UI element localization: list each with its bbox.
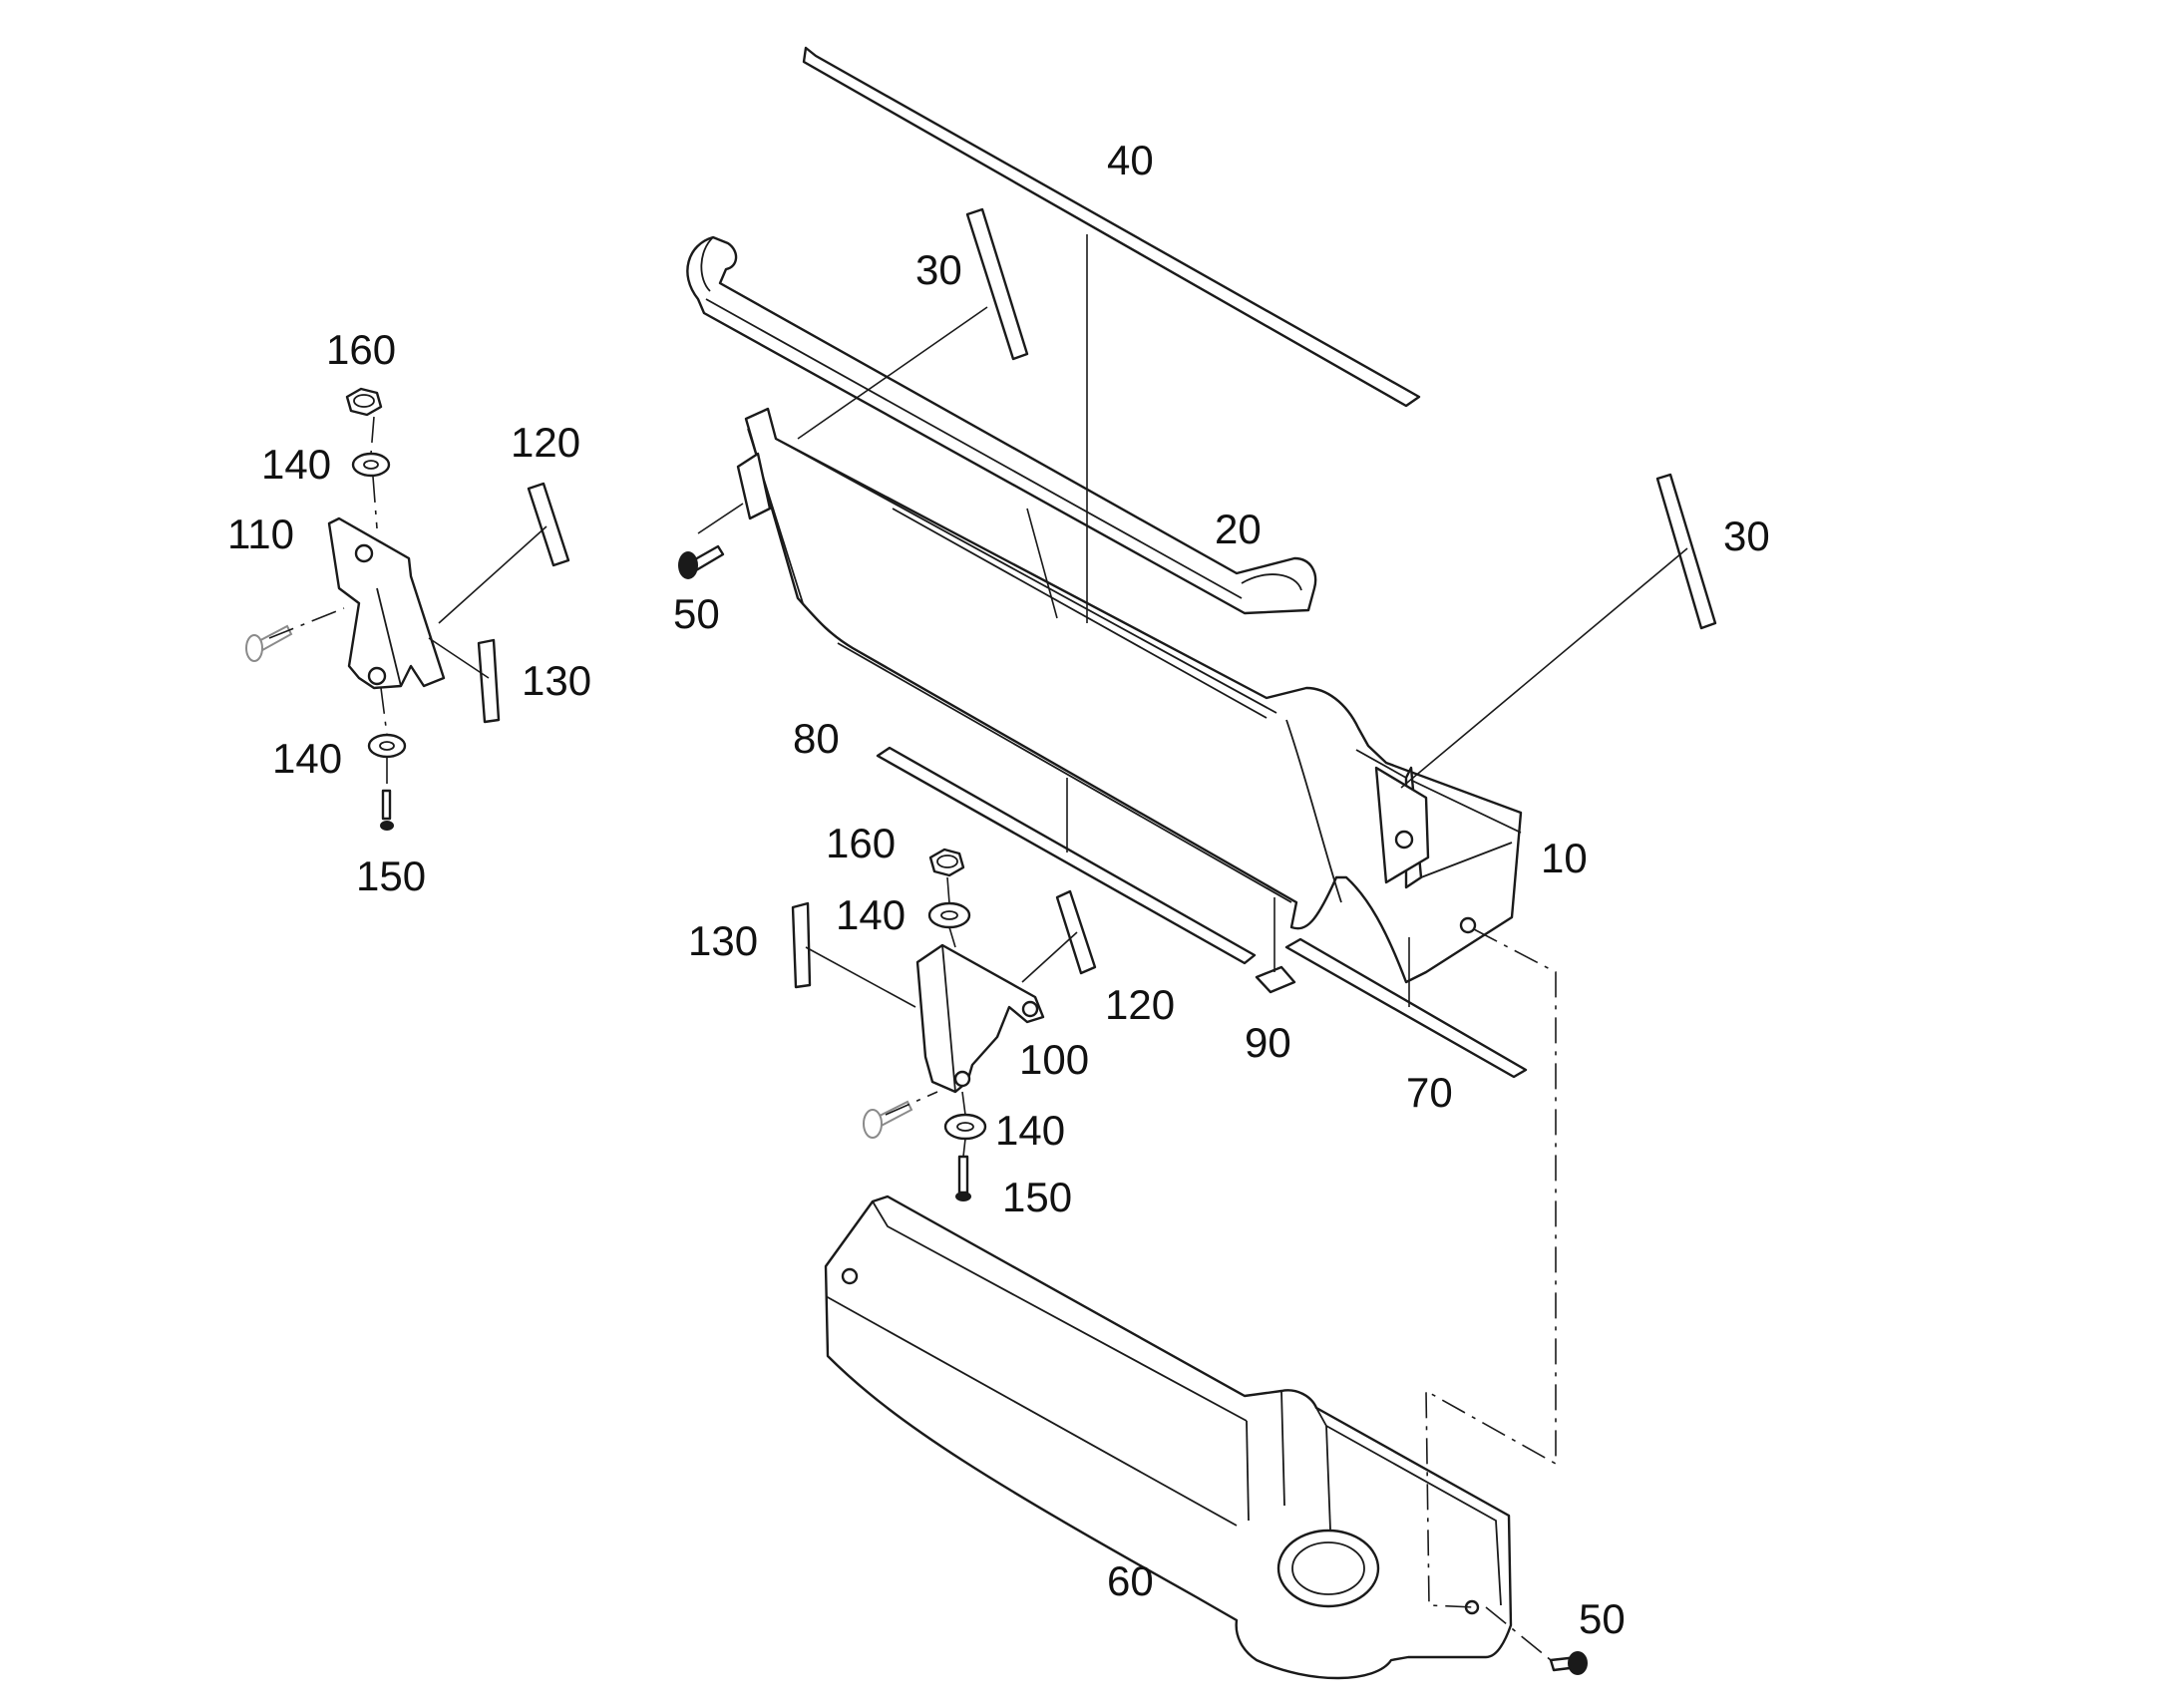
label-130-left: 130 [522,657,591,704]
screw-50-top [678,544,725,579]
strip-40 [802,46,1421,408]
label-80: 80 [793,715,840,762]
callout-labels: 40 30 20 30 50 10 80 90 70 60 50 160 140… [227,137,1770,1642]
main-tray-10 [736,407,1523,984]
label-100: 100 [1019,1036,1089,1083]
strip-80 [876,746,1257,965]
screw-50-bottom [1549,1651,1588,1675]
label-30-right: 30 [1723,512,1770,559]
label-110: 110 [227,511,294,557]
bracket-100 [915,943,1045,1094]
bracket-110 [327,516,446,690]
label-60: 60 [1107,1557,1154,1604]
label-150-left: 150 [356,853,426,899]
washer-140-mid-top [927,901,971,929]
label-150-mid: 150 [1002,1174,1072,1220]
label-130-mid: 130 [688,917,758,964]
label-90: 90 [1245,1019,1291,1066]
nut-160-left [345,387,383,417]
label-140-mid-top: 140 [836,891,906,938]
handle-bar-20 [686,235,1317,615]
label-70: 70 [1406,1069,1453,1116]
label-40: 40 [1107,137,1154,183]
screw-150-left [380,789,394,831]
label-20: 20 [1215,506,1262,552]
strip-130-left [477,638,501,724]
washer-140-left-top [351,452,391,478]
nut-160-mid [928,848,965,877]
label-160-mid: 160 [826,820,896,866]
strip-30-right [1655,473,1717,630]
label-140-left-top: 140 [261,441,331,488]
label-30-top: 30 [915,246,962,293]
label-140-left-bottom: 140 [272,735,342,782]
screw-150-mid [955,1155,971,1201]
label-50-bottom: 50 [1579,1595,1626,1642]
strip-70 [1284,937,1528,1079]
strip-130-mid [791,901,812,989]
washer-140-left-bottom [367,733,407,759]
label-10: 10 [1541,835,1588,881]
strip-30-top [965,207,1029,361]
label-120-left: 120 [511,419,580,466]
label-140-mid-bottom: 140 [995,1107,1065,1154]
lower-tray-60 [824,1195,1513,1680]
leader-lines [268,234,1688,1661]
label-50-top: 50 [673,590,720,637]
label-160-left: 160 [326,326,396,373]
strip-120-left [527,482,570,567]
washer-140-mid-bottom [943,1113,987,1141]
label-120-mid: 120 [1105,981,1175,1028]
block-90 [1255,965,1296,994]
